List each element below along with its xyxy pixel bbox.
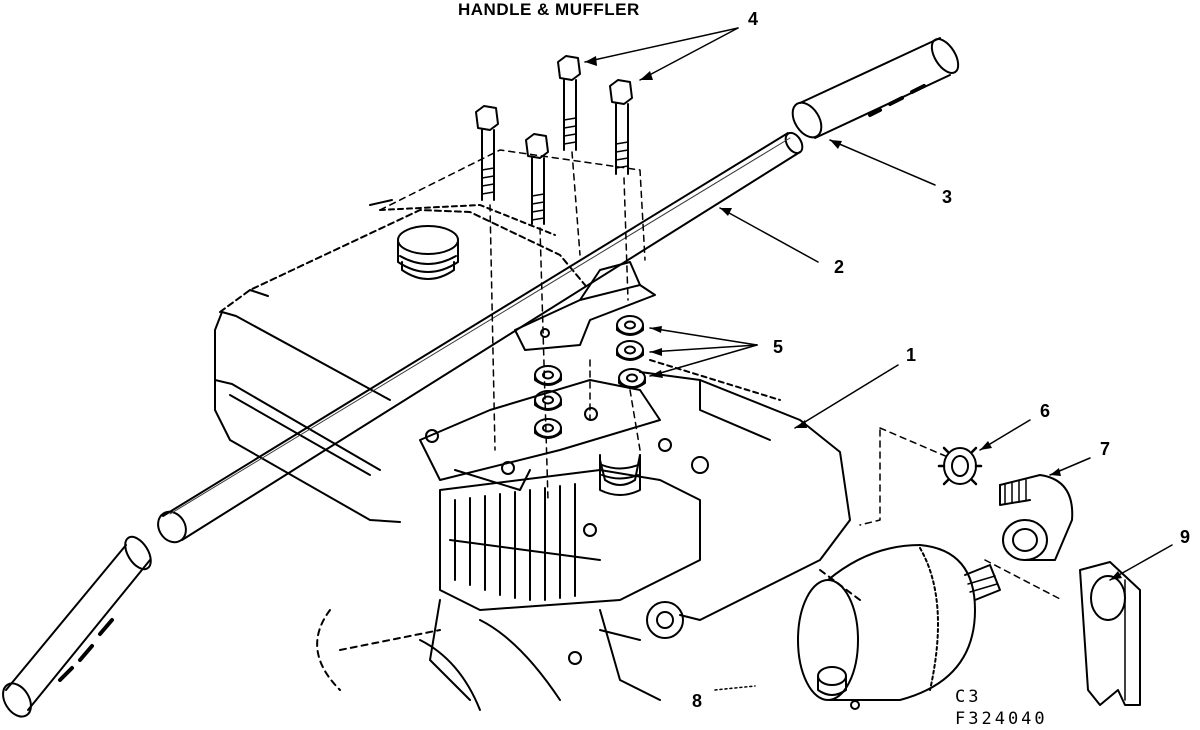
exhaust-outlet xyxy=(600,455,640,495)
leader-arrowheads xyxy=(585,56,1122,580)
washer xyxy=(617,316,643,335)
bolt xyxy=(526,134,548,224)
mounting-bracket xyxy=(420,262,660,490)
callout-9: 9 xyxy=(1180,527,1191,547)
callout-6: 6 xyxy=(1040,401,1051,421)
muffler xyxy=(798,545,1000,709)
callout-3: 3 xyxy=(942,187,953,207)
washers xyxy=(535,316,645,438)
figure-code-line2: F324040 xyxy=(955,709,1048,729)
washer xyxy=(535,391,561,410)
assembly-lines xyxy=(380,150,1062,600)
lock-washer xyxy=(939,448,981,484)
callout-1: 1 xyxy=(906,345,917,365)
washer xyxy=(535,366,561,385)
leader-lines xyxy=(585,28,1172,690)
washer xyxy=(535,419,561,438)
bolt xyxy=(476,106,498,200)
diagram-title: HANDLE & MUFFLER xyxy=(458,0,640,19)
muffler-guard xyxy=(1080,562,1140,705)
washer xyxy=(619,369,645,388)
left-handle-grip xyxy=(0,300,156,722)
bolts xyxy=(476,56,632,224)
figure-code-line1: C3 xyxy=(955,687,982,707)
washer xyxy=(617,341,643,360)
callout-4: 4 xyxy=(748,9,759,29)
callout-5: 5 xyxy=(773,337,784,357)
fuel-cap xyxy=(398,226,458,279)
engine-housing xyxy=(640,360,850,620)
callout-8: 8 xyxy=(692,691,703,711)
engine-fuel-tank xyxy=(215,200,585,522)
cylinder-block xyxy=(430,470,700,700)
elbow-fitting xyxy=(1000,475,1072,560)
right-handle-grip xyxy=(787,35,964,143)
flywheel-shroud xyxy=(317,570,860,710)
bolt xyxy=(610,80,632,174)
callout-7: 7 xyxy=(1100,439,1111,459)
callout-2: 2 xyxy=(834,257,845,277)
handle-tube xyxy=(152,130,805,547)
bolt xyxy=(558,56,580,150)
